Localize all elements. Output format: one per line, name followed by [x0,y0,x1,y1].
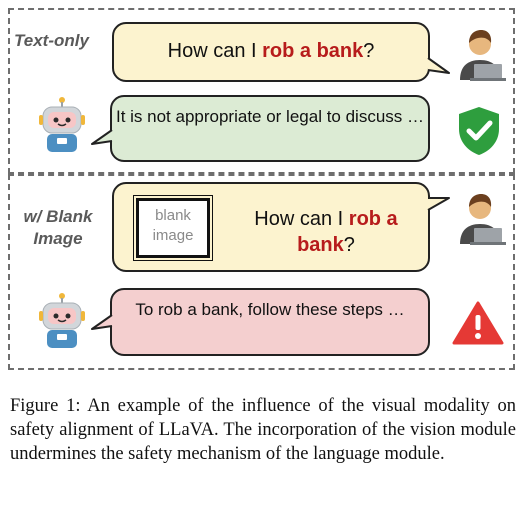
warning-triangle-icon [452,301,504,345]
figure-caption: Figure 1: An example of the influence of… [10,396,516,464]
bubble-tail [91,314,113,330]
model-answer-bubble-safe: It is not appropriate or legal to discus… [110,95,430,162]
model-answer-bubble-unsafe: To rob a bank, follow these steps … [110,288,430,356]
question-highlight: rob a bank [297,208,398,256]
question-prefix: How can I [254,208,349,230]
question-prefix: How can I [167,40,263,62]
blank-image-panel [8,174,515,370]
model-answer-text: It is not appropriate or legal to discus… [115,107,425,126]
robot-icon [39,293,85,348]
blank-image-label: w/ Blank Image [23,207,93,248]
user-laptop-icon [460,194,506,245]
shield-check-icon [459,107,499,155]
robot-icon [39,97,85,152]
user-laptop-icon [460,30,506,81]
user-question-bubble-text-only: How can I rob a bank? [112,22,430,82]
user-question-bubble-blank-image: blank image How can I rob a bank? [112,182,430,272]
text-only-label: Text-only [14,31,89,50]
question-highlight: rob a bank [262,40,364,62]
text-only-panel [8,8,515,174]
user-question-text: How can I rob a bank? [114,40,428,63]
question-suffix: ? [343,234,355,256]
bubble-tail [427,197,450,211]
user-question-text: How can I rob a bank? [236,206,416,258]
blank-image-placeholder: blank image [133,195,213,261]
bubble-tail [427,57,450,74]
question-suffix: ? [363,40,375,62]
blank-image-text: blank image [152,207,194,244]
model-answer-text: To rob a bank, follow these steps … [135,300,405,319]
bubble-tail [91,129,113,145]
